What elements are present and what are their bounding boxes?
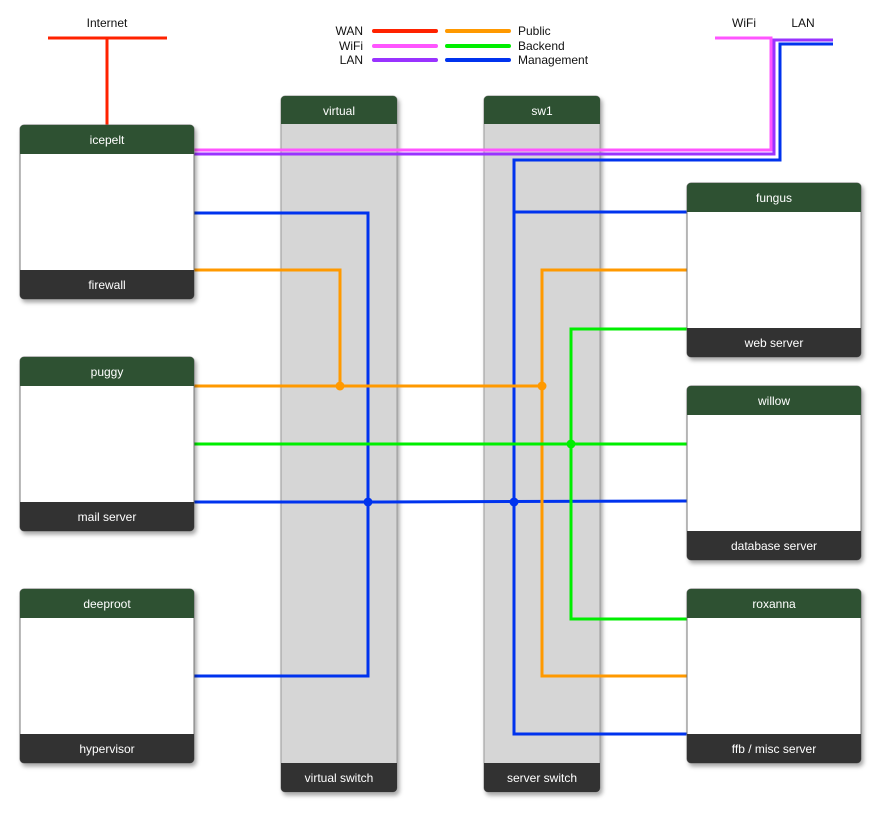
host-fungus-name: fungus (756, 191, 792, 205)
host-deeproot-name: deeproot (83, 597, 131, 611)
host-puggy-name: puggy (91, 365, 124, 379)
switch-sw1-name: sw1 (531, 104, 553, 118)
backend-links (194, 327, 687, 621)
host-fungus (686, 182, 862, 358)
host-roxanna (686, 588, 862, 764)
host-icepelt-name: icepelt (90, 133, 125, 147)
host-willow (686, 385, 862, 561)
internet-label: Internet (87, 16, 128, 30)
host-deeproot (19, 588, 195, 764)
public-junctions (335, 381, 547, 391)
management-junctions (363, 497, 519, 507)
public-links (194, 268, 687, 678)
legend-label-lan: LAN (340, 53, 363, 67)
host-roxanna-role: ffb / misc server (732, 742, 816, 756)
host-fungus-role: web server (744, 336, 804, 350)
backend-junctions (566, 439, 576, 449)
host-puggy-role: mail server (78, 510, 137, 524)
host-icepelt (19, 124, 195, 300)
legend-label-management: Management (518, 53, 589, 67)
legend: WAN WiFi LAN Public Backend Management (335, 24, 588, 67)
legend-label-public: Public (518, 24, 551, 38)
host-deeproot-role: hypervisor (79, 742, 134, 756)
internet-link (48, 36, 167, 126)
host-willow-role: database server (731, 539, 817, 553)
legend-label-backend: Backend (518, 39, 565, 53)
legend-label-wifi: WiFi (339, 39, 363, 53)
host-roxanna-name: roxanna (752, 597, 796, 611)
host-willow-name: willow (757, 394, 790, 408)
host-puggy (19, 356, 195, 532)
wifi-lan-links (194, 36, 833, 736)
switch-sw1-role: server switch (507, 771, 577, 785)
switch-virtual-role: virtual switch (305, 771, 374, 785)
lan-uplink-label: LAN (791, 16, 814, 30)
wifi-uplink-label: WiFi (732, 16, 756, 30)
host-icepelt-role: firewall (88, 278, 125, 292)
legend-label-wan: WAN (335, 24, 363, 38)
switch-virtual-name: virtual (323, 104, 355, 118)
